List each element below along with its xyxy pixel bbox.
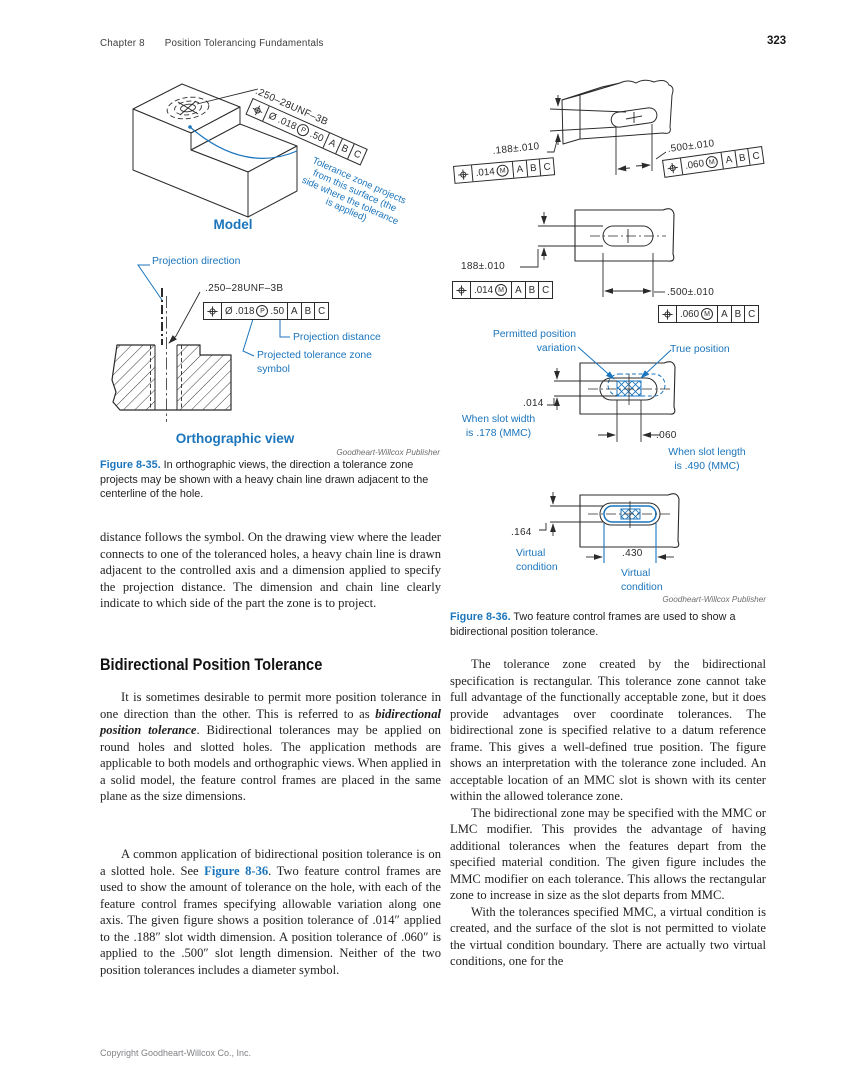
virtual-length-dim: .430	[620, 548, 645, 559]
figure-8-35-caption: Figure 8-35. In orthographic views, the …	[100, 458, 442, 502]
publisher-credit: Goodheart-Willcox Publisher	[336, 448, 440, 457]
position-symbol-icon	[250, 103, 265, 118]
chapter-title: Position Tolerancing Fundamentals	[164, 38, 324, 49]
position-symbol-icon	[666, 161, 678, 173]
projected-zone-symbol-label: Projected tolerance zone symbol	[257, 350, 372, 375]
left-paragraph-2: A common application of bidirectional po…	[100, 847, 441, 977]
chapter-number: Chapter 8	[100, 38, 145, 49]
projected-zone-modifier-icon: P	[256, 305, 269, 317]
ortho-length-dim: .500±.010	[667, 287, 715, 298]
caption-label: Figure 8-36.	[450, 611, 511, 623]
position-symbol-icon	[662, 308, 673, 320]
thread-note-ortho: .250–28UNF–3B	[205, 283, 284, 294]
right-column-text: The tolerance zone created by the bidire…	[450, 656, 766, 970]
mmc-modifier-icon: M	[495, 284, 508, 296]
right-paragraph-3: With the tolerances specified MMC, a vir…	[450, 904, 766, 969]
mmc-modifier-icon: M	[701, 308, 714, 320]
zone-length-dim: .060	[656, 430, 677, 441]
caption-text: In orthographic views, the direction a t…	[100, 459, 429, 501]
publisher-credit: Goodheart-Willcox Publisher	[662, 595, 766, 604]
position-symbol-icon	[456, 284, 467, 296]
caption-text: Two feature control frames are used to s…	[450, 611, 736, 638]
virtual-width-dim: .164	[511, 527, 532, 538]
zone-width-dim: .014	[523, 398, 544, 409]
left-paragraph-1: It is sometimes desirable to permit more…	[100, 690, 441, 803]
mmc-modifier-icon: M	[705, 155, 719, 169]
page-number: 323	[767, 35, 787, 47]
ortho-width-dim: 188±.010	[461, 261, 506, 272]
blue-leader-model	[188, 125, 298, 159]
tolerance-zone-drawing	[547, 346, 676, 442]
slot-ortho-drawing	[520, 208, 675, 297]
true-position-label: True position	[670, 344, 730, 355]
model-label: Model	[213, 217, 253, 232]
position-symbol-icon	[207, 305, 218, 317]
slot-iso-drawing	[547, 79, 674, 175]
figure-8-36-caption: Figure 8-36. Two feature control frames …	[450, 610, 768, 639]
slot-length-note: When slot length is .490 (MMC)	[668, 447, 746, 472]
right-paragraph-2: The bidirectional zone may be specified …	[450, 805, 766, 903]
section-heading: Bidirectional Position Tolerance	[100, 655, 323, 674]
virtual-condition-drawing	[539, 492, 680, 563]
mmc-modifier-icon: M	[496, 164, 510, 178]
orthographic-view-label: Orthographic view	[175, 431, 295, 446]
copyright-footer: Copyright Goodheart-Willcox Co., Inc.	[100, 1048, 252, 1058]
model-drawing	[132, 83, 298, 218]
projection-direction-label: Projection direction	[152, 256, 241, 267]
position-symbol-icon	[457, 168, 469, 180]
right-paragraph-1: The tolerance zone created by the bidire…	[450, 657, 766, 803]
virtual-condition-label-right: Virtual condition	[621, 568, 663, 593]
virtual-condition-label-left: Virtual condition	[516, 548, 558, 573]
left-paragraph-continuation: distance follows the symbol. On the draw…	[100, 530, 441, 610]
orthographic-drawing	[111, 264, 290, 422]
running-header: Chapter 8 Position Tolerancing Fundament…	[100, 38, 324, 49]
slot-width-note: When slot width is .178 (MMC)	[461, 414, 536, 439]
caption-label: Figure 8-35.	[100, 459, 161, 471]
projection-distance-label: Projection distance	[293, 332, 381, 343]
permitted-position-label: Permitted position variation	[492, 329, 576, 354]
